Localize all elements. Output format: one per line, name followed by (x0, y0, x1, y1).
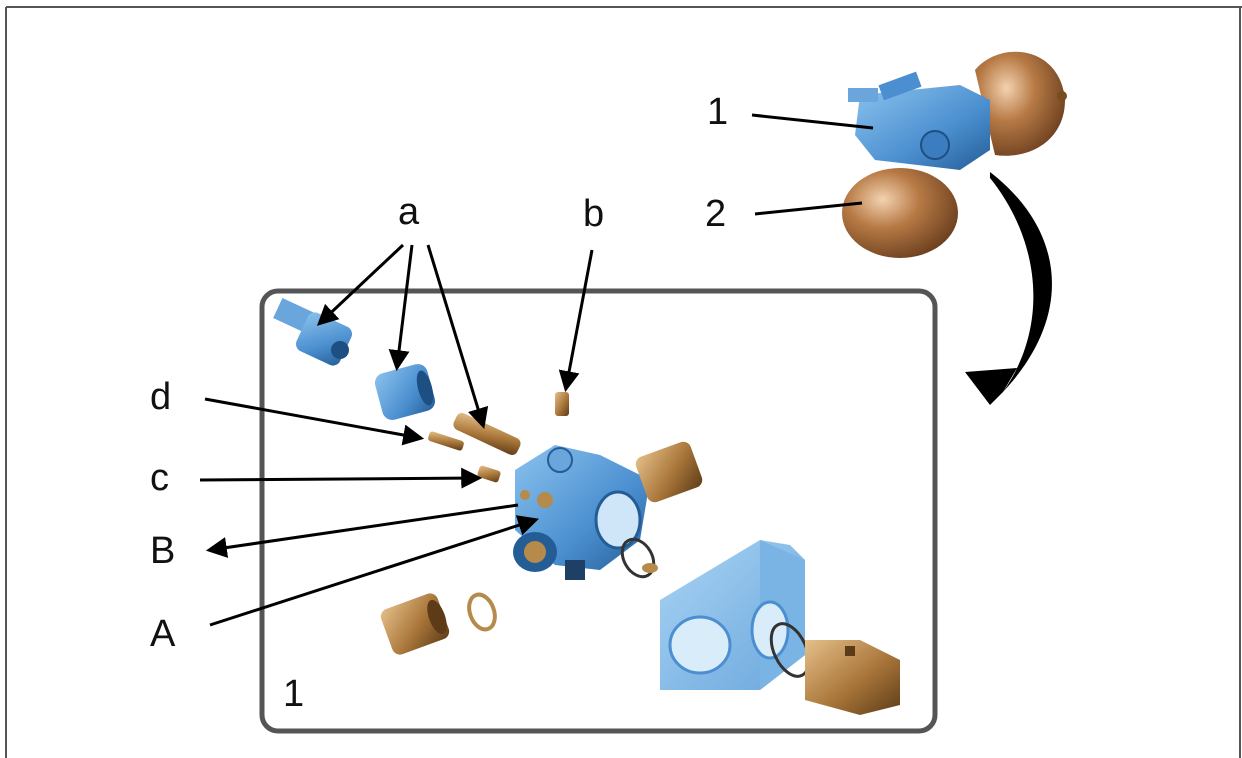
part-brass-plug (769, 622, 900, 715)
housing-block (660, 540, 805, 690)
inset-frame (259, 288, 938, 734)
part-d-pin (428, 431, 464, 451)
label-a: a (398, 191, 420, 233)
part-brass-cap-right (635, 441, 703, 503)
o-ring-2 (467, 592, 497, 632)
leader-top-1 (751, 113, 874, 130)
label-B: B (150, 530, 175, 572)
part-a-cylinder (374, 364, 436, 420)
assembled-unit (842, 51, 1067, 258)
label-top-2: 2 (705, 193, 726, 235)
part-b-screw (555, 392, 569, 416)
label-A: A (150, 613, 176, 655)
part-a-pin (453, 413, 521, 455)
label-top-1: 1 (707, 91, 728, 133)
label-inset-1: 1 (283, 673, 304, 715)
part-brass-cap-left (380, 593, 450, 655)
label-c: c (150, 457, 169, 499)
valve-body (513, 445, 650, 580)
sphere-2 (842, 168, 958, 258)
label-b: b (583, 193, 604, 235)
part-c-pin (477, 465, 501, 483)
part-a-fitting-1 (273, 298, 352, 366)
page-frame (5, 6, 1242, 758)
leader-top-2 (754, 201, 863, 216)
leaders (199, 243, 594, 627)
curved-arrow (965, 172, 1052, 405)
o-ring-1 (620, 537, 658, 579)
label-d: d (150, 376, 171, 418)
